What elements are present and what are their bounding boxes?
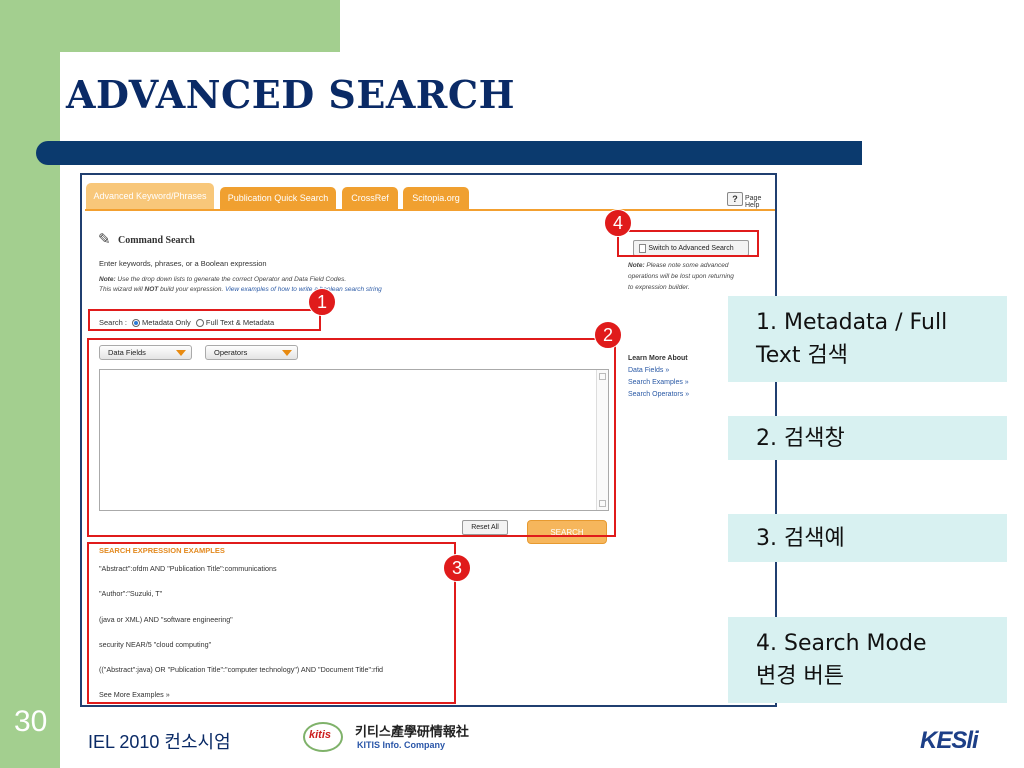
left-green-band <box>0 0 60 768</box>
switch-note-line1: Note: Please note some advanced <box>628 262 729 269</box>
operators-dropdown[interactable]: Operators <box>205 345 298 360</box>
radio-metadata-only[interactable] <box>132 318 141 327</box>
learn-more-panel: Learn More About Data Fields » Search Ex… <box>628 353 689 401</box>
scroll-down-icon[interactable] <box>599 500 606 507</box>
example-item: security NEAR/5 "cloud computing" <box>99 640 212 649</box>
reset-all-button[interactable]: Reset All <box>462 520 508 535</box>
badge-1: 1 <box>308 288 336 316</box>
page-help-link[interactable]: Page Help <box>745 195 762 209</box>
pencil-icon: ✎ <box>98 231 111 248</box>
kitis-logo: kitis 키티스產學研情報社 KITIS Info. Company <box>293 718 483 758</box>
examples-heading: SEARCH EXPRESSION EXAMPLES <box>99 546 225 555</box>
kitis-emblem-icon <box>303 722 343 752</box>
badge-4: 4 <box>604 209 632 237</box>
kesli-logo: KESli <box>920 727 979 754</box>
learn-more-heading: Learn More About <box>628 355 688 362</box>
search-mode-row: Search : Metadata Only Full Text & Metad… <box>99 318 275 327</box>
tab-crossref[interactable]: CrossRef <box>342 187 398 209</box>
badge-3: 3 <box>443 554 471 582</box>
tab-publication-quick-search[interactable]: Publication Quick Search <box>220 187 336 209</box>
highlight-search-mode <box>88 309 321 331</box>
page-number: 30 <box>14 705 48 738</box>
document-icon <box>639 244 646 253</box>
kitis-english-name: KITIS Info. Company <box>357 740 446 750</box>
example-item: (java or XML) AND "software engineering" <box>99 615 233 624</box>
callout-2: 2. 검색창 <box>728 416 1007 460</box>
tab-underline <box>85 209 775 211</box>
tab-scitopia[interactable]: Scitopia.org <box>403 187 469 209</box>
chevron-down-icon <box>282 350 292 356</box>
textarea-scrollbar[interactable] <box>596 370 608 510</box>
example-item: "Author":"Suzuki, T" <box>99 589 163 598</box>
instruction-text: Enter keywords, phrases, or a Boolean ex… <box>99 259 267 268</box>
see-more-examples-link[interactable]: See More Examples » <box>99 690 170 699</box>
highlight-switch-button <box>617 230 759 257</box>
badge-2: 2 <box>594 321 622 349</box>
expression-textarea[interactable] <box>99 369 609 511</box>
learn-link-search-examples[interactable]: Search Examples » <box>628 379 689 386</box>
learn-link-search-operators[interactable]: Search Operators » <box>628 391 690 398</box>
kitis-mark: kitis <box>309 729 332 741</box>
switch-to-advanced-button[interactable]: Switch to Advanced Search <box>633 240 749 256</box>
switch-note-line3: to expression builder. <box>628 284 690 291</box>
top-green-band <box>0 0 340 52</box>
search-button[interactable]: SEARCH <box>527 520 607 544</box>
data-fields-dropdown[interactable]: Data Fields <box>99 345 192 360</box>
command-search-title: Command Search <box>118 235 195 246</box>
wizard-note-line2: This wizard will NOT build your expressi… <box>99 286 382 293</box>
title-underline-bar <box>36 141 862 165</box>
help-icon[interactable]: ? <box>727 192 743 206</box>
slide-title: ADVANCED SEARCH <box>66 72 516 117</box>
chevron-down-icon <box>176 350 186 356</box>
highlight-examples <box>87 542 456 704</box>
callout-3: 3. 검색예 <box>728 514 1007 562</box>
kitis-korean-name: 키티스產學研情報社 <box>355 725 469 740</box>
search-ui-screenshot: Advanced Keyword/Phrases Publication Qui… <box>80 173 777 707</box>
footer-text: IEL 2010 컨소시엄 <box>88 732 231 752</box>
scroll-up-icon[interactable] <box>599 373 606 380</box>
radio-full-text-metadata[interactable] <box>195 318 204 327</box>
learn-link-data-fields[interactable]: Data Fields » <box>628 367 670 374</box>
tab-advanced-keyword[interactable]: Advanced Keyword/Phrases <box>86 183 214 209</box>
boolean-examples-link[interactable]: View examples of how to write a boolean … <box>225 286 382 293</box>
highlight-search-box <box>87 338 616 537</box>
wizard-note-line1: Note: Use the drop down lists to generat… <box>99 276 347 283</box>
switch-note-line2: operations will be lost upon returning <box>628 273 734 280</box>
example-item: "Abstract":ofdm AND "Publication Title":… <box>99 564 277 573</box>
example-item: (("Abstract":java) OR "Publication Title… <box>99 665 384 674</box>
